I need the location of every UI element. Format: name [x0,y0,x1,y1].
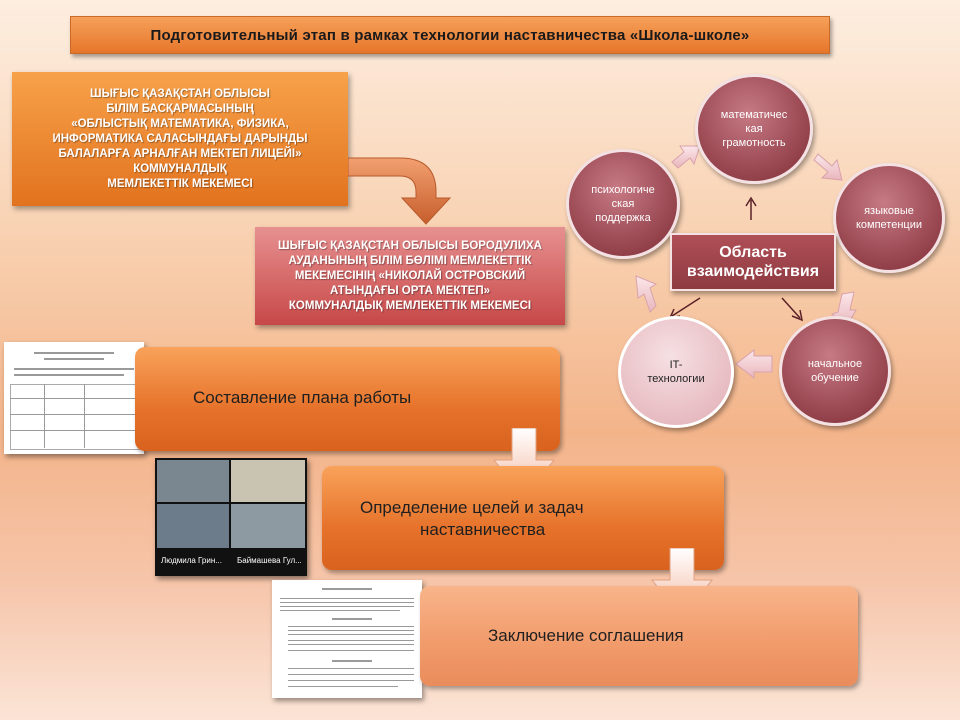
org1-line: БАЛАЛАРҒА АРНАЛҒАН МЕКТЕП ЛИЦЕЙІ» [58,147,302,160]
organization-box-lyceum: ШЫҒЫС ҚАЗАҚСТАН ОБЛЫСЫ БІЛІМ БАСҚАРМАСЫН… [12,72,348,206]
node-language: языковые компетенции [833,163,945,273]
org1-line: БІЛІМ БАСҚАРМАСЫНЫҢ [106,102,254,115]
node-label: компетенции [855,219,923,231]
node-primary: начальное обучение [779,316,891,426]
work-plan-document-image [4,342,144,454]
org2-line: МЕКЕМЕСІНІҢ «НИКОЛАЙ ОСТРОВСКИЙ [294,269,526,282]
org1-line: КОММУНАЛДЫҚ [133,162,227,175]
center-label: взаимодействия [686,263,820,280]
step-agreement: Заключение соглашения [420,586,858,686]
node-label: обучение [811,372,859,384]
node-label: психологиче [591,184,655,196]
node-psychological: психологиче ская поддержка [566,149,680,259]
interaction-area-center: Область взаимодействия [670,233,836,291]
step-goals: Определение целей и задач наставничества [322,466,724,570]
node-math-literacy: математичес кая грамотность [695,74,813,184]
participant-name: Баймашева Гул... [237,556,302,565]
org2-line: ШЫҒЫС ҚАЗАҚСТАН ОБЛЫСЫ БОРОДУЛИХА [278,239,542,252]
participant-name: Людмила Грин... [161,556,222,565]
agreement-document-image [272,580,422,698]
node-label: IT- [669,359,683,371]
org2-line: КОММУНАЛДЫҚ МЕМЛЕКЕТТІК МЕКЕМЕСІ [288,299,532,312]
step-label: Заключение соглашения [488,626,684,645]
node-label: начальное [807,358,863,370]
node-label: ская [611,198,635,210]
organization-box-school: ШЫҒЫС ҚАЗАҚСТАН ОБЛЫСЫ БОРОДУЛИХА АУДАНЫ… [255,227,565,325]
node-label: технологии [647,373,705,385]
node-label: математичес [720,109,788,121]
step-label: наставничества [420,520,546,539]
node-label: грамотность [722,137,786,149]
node-it: IT- технологии [618,316,734,428]
step-label: Составление плана работы [193,388,412,407]
curved-arrow-icon [348,157,452,225]
org2-line: АТЫНДАҒЫ ОРТА МЕКТЕП» [330,284,490,297]
center-label: Область [719,244,787,261]
org1-line: «ОБЛЫСТЫҚ МАТЕМАТИКА, ФИЗИКА, [71,117,289,130]
step-label: Определение целей и задач [360,498,584,517]
org1-line: ШЫҒЫС ҚАЗАҚСТАН ОБЛЫСЫ [90,87,270,100]
step-work-plan: Составление плана работы [135,347,560,451]
video-conference-image: Людмила Грин... Баймашева Гул... [155,458,307,576]
node-label: языковые [864,205,914,217]
node-label: кая [745,123,763,135]
node-label: поддержка [595,212,651,224]
cycle-arrows [635,145,857,380]
org1-line: ИНФОРМАТИКА САЛАСЫНДАҒЫ ДАРЫНДЫ [52,132,308,145]
slide-title: Подготовительный этап в рамках технологи… [70,16,830,54]
org2-line: АУДАНЫНЫҢ БІЛІМ БӨЛІМІ МЕМЛЕКЕТТІК [288,254,532,267]
org1-line: МЕМЛЕКЕТТІК МЕКЕМЕСІ [107,177,253,190]
